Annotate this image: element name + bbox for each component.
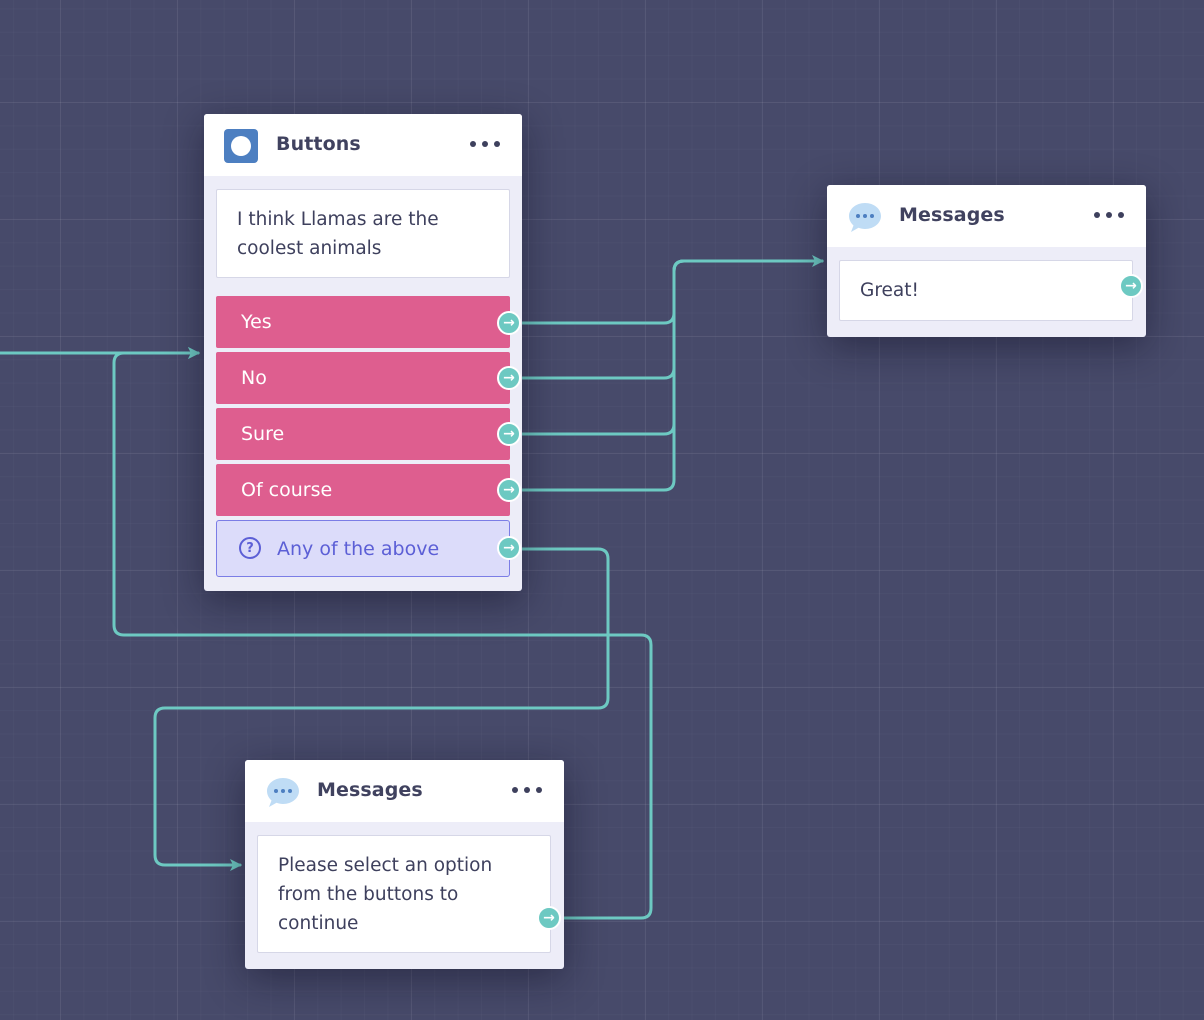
- buttons-node-message-text: I think Llamas are the coolest animals: [237, 209, 439, 259]
- output-port-any-of-the-above[interactable]: →: [497, 536, 521, 560]
- question-circle-icon: ?: [239, 537, 261, 559]
- option-label: Yes: [241, 311, 272, 333]
- output-port-yes[interactable]: →: [497, 311, 521, 335]
- buttons-node-header[interactable]: Buttons: [204, 114, 522, 176]
- option-any-of-the-above[interactable]: ? Any of the above: [216, 520, 510, 577]
- more-dots-icon[interactable]: [512, 780, 542, 800]
- buttons-node-message[interactable]: I think Llamas are the coolest animals: [216, 189, 510, 278]
- connector-sure[interactable]: [519, 259, 824, 436]
- chat-bubble-icon: [849, 203, 881, 232]
- messages-node-top-message[interactable]: Great!: [839, 260, 1133, 321]
- messages-node-bottom-header[interactable]: Messages: [245, 760, 564, 822]
- output-port-messages-bottom[interactable]: →: [537, 906, 561, 930]
- messages-node-bottom-title: Messages: [317, 779, 423, 801]
- messages-node-top-header[interactable]: Messages: [827, 185, 1146, 247]
- messages-node-top-title: Messages: [899, 204, 1005, 226]
- option-no[interactable]: No: [216, 352, 510, 404]
- messages-node-bottom[interactable]: Messages Please select an option from th…: [245, 760, 564, 969]
- output-port-messages-top[interactable]: →: [1119, 274, 1143, 298]
- output-port-of-course[interactable]: →: [497, 478, 521, 502]
- messages-node-bottom-message[interactable]: Please select an option from the buttons…: [257, 835, 551, 953]
- option-yes[interactable]: Yes: [216, 296, 510, 348]
- option-label: Any of the above: [277, 537, 440, 560]
- buttons-node[interactable]: Buttons I think Llamas are the coolest a…: [204, 114, 522, 591]
- messages-node-top-message-text: Great!: [860, 280, 919, 301]
- more-dots-icon[interactable]: [470, 134, 500, 154]
- buttons-node-title: Buttons: [276, 133, 361, 155]
- buttons-block-icon: [224, 129, 258, 163]
- output-port-no[interactable]: →: [497, 366, 521, 390]
- option-label: No: [241, 367, 267, 389]
- output-port-sure[interactable]: →: [497, 422, 521, 446]
- connector-of-course[interactable]: [519, 259, 824, 492]
- option-label: Of course: [241, 479, 333, 501]
- option-label: Sure: [241, 423, 285, 445]
- messages-node-top[interactable]: Messages Great!: [827, 185, 1146, 337]
- option-sure[interactable]: Sure: [216, 408, 510, 460]
- option-of-course[interactable]: Of course: [216, 464, 510, 516]
- connector-no[interactable]: [519, 259, 824, 380]
- messages-node-bottom-message-text: Please select an option from the buttons…: [278, 855, 493, 934]
- connector-yes[interactable]: [519, 255, 824, 325]
- chat-bubble-icon: [267, 778, 299, 807]
- more-dots-icon[interactable]: [1094, 205, 1124, 225]
